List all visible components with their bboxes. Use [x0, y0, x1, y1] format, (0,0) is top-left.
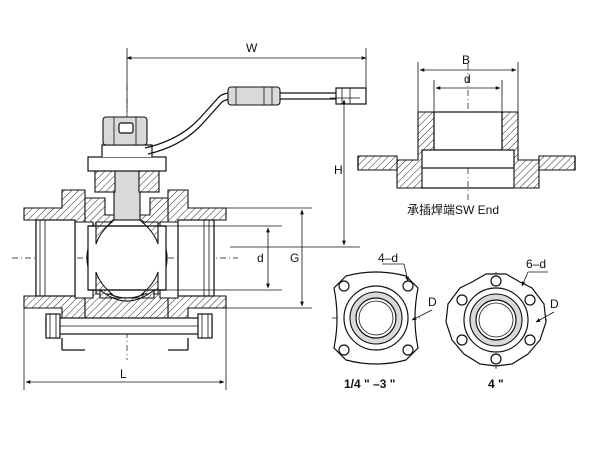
- flange-small-d-label: D: [428, 295, 437, 309]
- dim-w-label: W: [246, 41, 258, 55]
- dim-b-label: B: [462, 53, 470, 67]
- dim-g-label: G: [290, 251, 299, 265]
- dim-h-label: H: [334, 163, 343, 177]
- dim-l-label: L: [120, 367, 127, 381]
- dim-d-label: d: [257, 251, 264, 265]
- flange-6-hole: [445, 271, 555, 370]
- sw-end-caption: 承插焊端SW End: [407, 202, 499, 217]
- flange-small-holes-label: 4–d: [378, 251, 398, 265]
- flange-large-size-label: 4 ": [488, 377, 504, 391]
- flange-large-d-label: D: [550, 297, 559, 311]
- flange-large-holes-label: 6–d: [526, 257, 546, 271]
- dimension-lines-main: [23, 48, 367, 390]
- dim-socket-d-label: d: [464, 72, 471, 86]
- valve-section-view: [12, 85, 367, 360]
- flange-4-hole: [332, 263, 433, 365]
- flange-small-size-label: 1/4 " –3 ": [344, 377, 395, 391]
- sw-end-section: [357, 62, 576, 200]
